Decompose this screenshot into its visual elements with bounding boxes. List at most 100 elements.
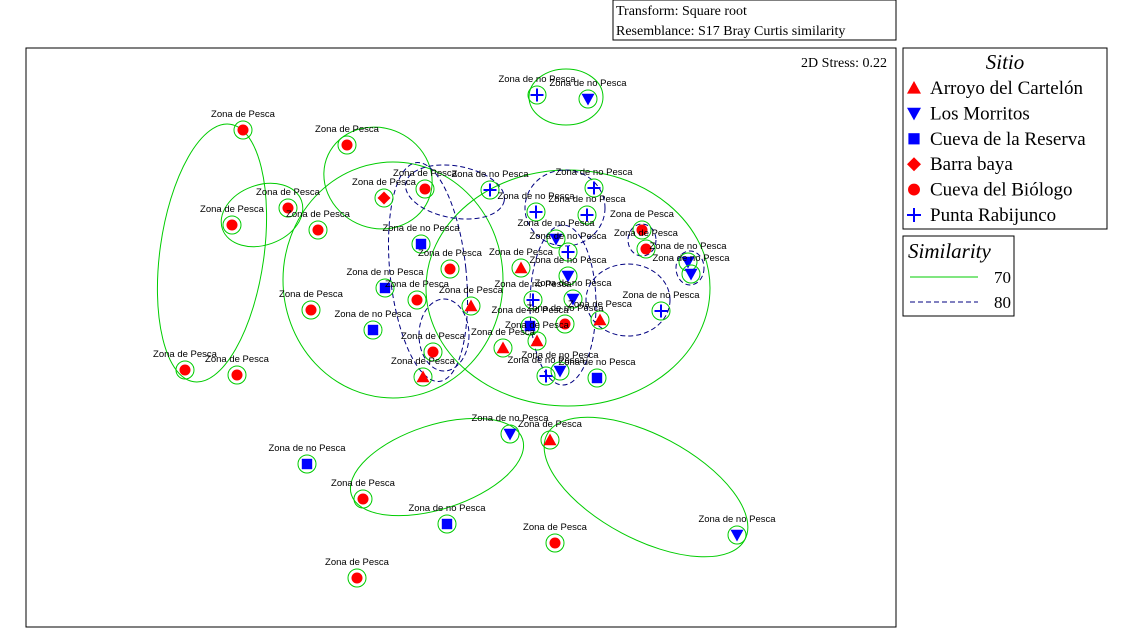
data-point: [367, 324, 379, 336]
data-point: [237, 124, 249, 136]
point-contour-ring: [227, 365, 247, 385]
point-contour-ring: [578, 89, 598, 109]
point-label: Zona de Pesca: [352, 177, 417, 188]
point-label: Zona de no Pesca: [451, 169, 529, 180]
point-label: Zona de no Pesca: [517, 218, 595, 229]
data-point: [561, 270, 575, 283]
data-point: [530, 334, 544, 347]
point-label: Zona de Pesca: [331, 478, 396, 489]
point-contour-ring: [440, 259, 460, 279]
data-point: [549, 537, 561, 549]
data-point: [312, 224, 324, 236]
data-point: [305, 304, 317, 316]
point-label: Zona de no Pesca: [649, 241, 727, 252]
point-contour-ring: [233, 120, 253, 140]
data-point: [549, 233, 563, 246]
point-contour-ring: [407, 290, 427, 310]
legend-label: Cueva de la Reserva: [930, 129, 1086, 150]
legend-label: Arroyo del Cartelón: [930, 78, 1084, 99]
point-contour-ring: [540, 430, 560, 450]
resemblance-label: Resemblance: S17 Bray Curtis similarity: [616, 24, 845, 39]
point-contour-ring: [301, 300, 321, 320]
point-contour-ring: [413, 367, 433, 387]
point-contour-ring: [480, 180, 500, 200]
data-point: [684, 268, 698, 281]
point-label: Zona de Pesca: [610, 209, 675, 220]
point-label: Zona de no Pesca: [268, 443, 346, 454]
contour-70-4: [282, 161, 504, 399]
data-point: [282, 202, 294, 214]
data-point: [301, 458, 313, 470]
contour-80-11: [529, 224, 597, 386]
point-label: Zona de Pesca: [518, 419, 583, 430]
data-point: [341, 139, 353, 151]
similarity-contours: [156, 68, 749, 558]
contour-80-10: [524, 169, 606, 247]
point-label: Zona de no Pesca: [507, 355, 585, 366]
point-label: Zona de Pesca: [153, 349, 218, 360]
data-point: [591, 372, 603, 384]
point-contour-ring: [493, 338, 513, 358]
data-point: [654, 304, 668, 318]
data-point: [415, 238, 427, 250]
data-point: [553, 365, 567, 378]
data-point: [377, 191, 391, 205]
point-label: Zona de Pesca: [211, 109, 276, 120]
point-label: Zona de no Pesca: [521, 350, 599, 361]
data-point: [416, 370, 430, 383]
data-point: [524, 320, 536, 332]
point-label: Zona de Pesca: [200, 204, 265, 215]
data-point: [636, 224, 648, 236]
legend-label: Barra baya: [930, 154, 1013, 175]
point-contour-ring: [558, 266, 578, 286]
data-point: [351, 572, 363, 584]
point-contour-ring: [558, 242, 578, 262]
point-contour-ring: [563, 289, 583, 309]
point-label: Zona de no Pesca: [529, 231, 607, 242]
point-contour-ring: [632, 220, 652, 240]
data-point: [514, 261, 528, 274]
data-point: [529, 205, 543, 219]
point-label: Zona de no Pesca: [491, 305, 569, 316]
point-contour-ring: [353, 489, 373, 509]
point-label: Zona de Pesca: [256, 187, 321, 198]
point-label: Zona de no Pesca: [498, 74, 576, 85]
point-label: Zona de no Pesca: [471, 413, 549, 424]
contour-80-14: [627, 223, 657, 257]
legend-marker: [907, 81, 921, 94]
point-label: Zona de no Pesca: [497, 191, 575, 202]
similarity-legend-title: Similarity: [908, 239, 992, 263]
data-point: [427, 346, 439, 358]
point-contour-ring: [347, 568, 367, 588]
point-contour-ring: [651, 301, 671, 321]
legend-marker: [908, 133, 920, 145]
data-point: [179, 364, 191, 376]
contour-80-12: [585, 263, 671, 337]
point-label: Zona de Pesca: [325, 557, 390, 568]
point-contour-ring: [536, 366, 556, 386]
point-contour-ring: [363, 320, 383, 340]
point-contour-ring: [590, 310, 610, 330]
data-point: [566, 293, 580, 306]
point-contour-ring: [222, 215, 242, 235]
contour-70-1: [156, 123, 268, 383]
point-label: Zona de no Pesca: [494, 279, 572, 290]
point-label: Zona de no Pesca: [382, 223, 460, 234]
data-point: [441, 518, 453, 530]
point-contour-ring: [374, 188, 394, 208]
point-label: Zona de Pesca: [286, 209, 351, 220]
legend-marker: [908, 183, 920, 196]
point-label: Zona de Pesca: [471, 327, 536, 338]
point-contour-ring: [527, 85, 547, 105]
point-label: Zona de no Pesca: [549, 78, 627, 89]
point-contour-ring: [546, 229, 566, 249]
legend-label: Los Morritos: [930, 103, 1030, 124]
contour-70-6: [349, 417, 525, 517]
point-label: Zona de Pesca: [279, 289, 344, 300]
data-point: [496, 341, 510, 354]
data-point: [411, 294, 423, 306]
legend-marker: [907, 208, 921, 222]
